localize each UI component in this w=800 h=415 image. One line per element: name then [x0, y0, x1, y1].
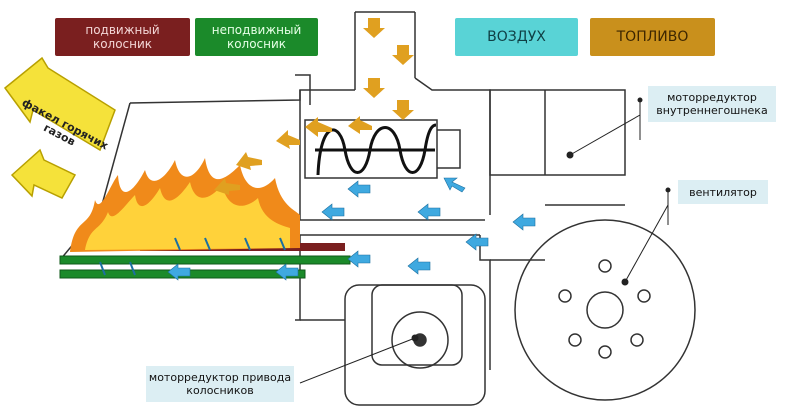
flames: [70, 158, 300, 252]
hot-gas-arrow-upper: [3, 56, 116, 152]
auger-screw: [315, 123, 437, 176]
fuel-arrow: [392, 45, 414, 65]
callout-leaders: [299, 97, 671, 384]
auger-housing: [304, 119, 438, 179]
air-arrow: [465, 233, 489, 251]
fuel-arrow: [348, 116, 372, 134]
air-arrow: [512, 213, 536, 231]
auger-motor-housing: [489, 89, 626, 176]
air-arrow: [275, 263, 299, 281]
grate-motor-housing: [344, 284, 486, 406]
legend-fixed-grate: неподвижный колосник: [195, 18, 318, 56]
air-arrow: [407, 257, 431, 275]
fuel-arrow: [276, 130, 300, 149]
legend-moving-grate: подвижный колосник: [55, 18, 190, 56]
grate-motor: [371, 284, 463, 369]
callout-auger-motor: моторредуктор внутреннегошнека: [648, 86, 776, 122]
fuel-arrow: [363, 78, 385, 98]
grate-air-jets: [99, 237, 286, 276]
fuel-arrow: [305, 117, 332, 137]
fixed-grate-bar-upper: [59, 255, 351, 265]
callout-fan: вентилятор: [678, 180, 768, 204]
legend-fuel: ТОПЛИВО: [590, 18, 715, 56]
fan-rotor: [514, 219, 696, 401]
callout-grate-motor: моторредуктор привода колосников: [146, 366, 294, 402]
fuel-arrow: [236, 152, 262, 170]
air-arrow: [443, 177, 466, 193]
fan-assembly: [514, 219, 696, 401]
fuel-arrow: [392, 100, 414, 120]
air-arrow: [347, 180, 371, 198]
air-arrows: [167, 177, 536, 281]
air-arrow: [347, 250, 371, 268]
fuel-arrows: [214, 18, 414, 195]
hot-gas-arrow-lower: [10, 148, 77, 199]
air-arrow: [321, 203, 345, 221]
fuel-arrow: [214, 178, 240, 195]
legend-air: ВОЗДУХ: [455, 18, 578, 56]
hot-gas-arrows: [3, 56, 116, 199]
air-arrow: [417, 203, 441, 221]
fan-hub: [586, 291, 624, 329]
fuel-arrow: [363, 18, 385, 38]
combustion-chamber-outline: [129, 89, 355, 104]
air-arrow: [167, 263, 191, 281]
